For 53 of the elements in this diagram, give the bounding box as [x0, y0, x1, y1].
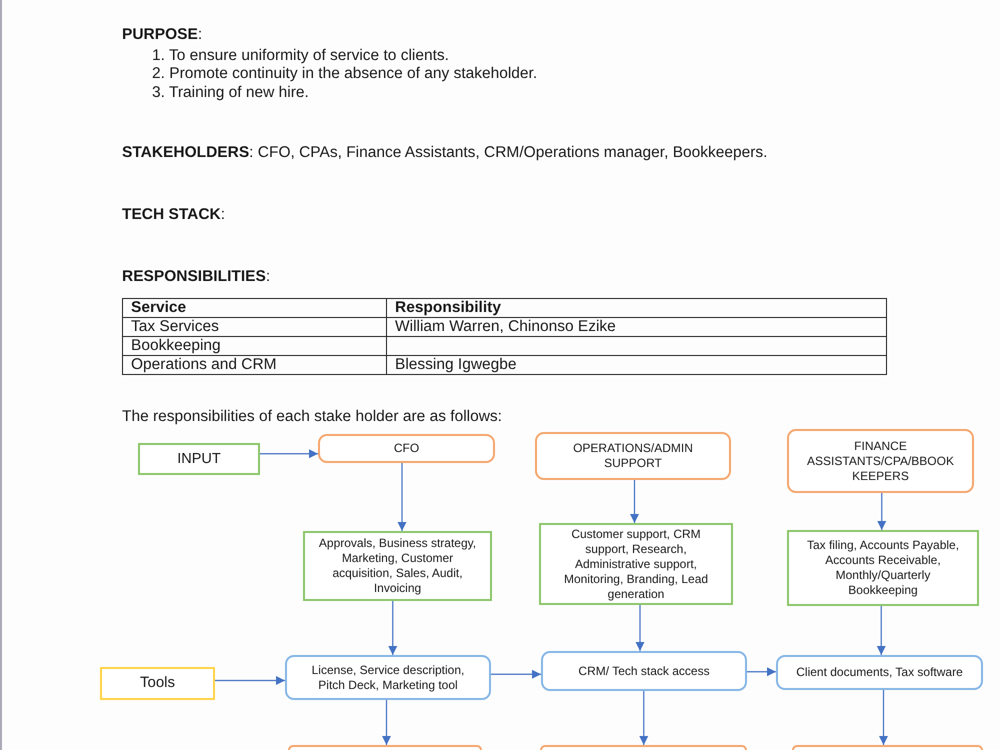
header-cell: Responsibility [386, 298, 886, 318]
resource-box [285, 655, 491, 700]
table-cell: Bookkeeping [122, 336, 386, 356]
arrow [877, 493, 886, 530]
arrow [876, 606, 886, 655]
box-label: Tools [140, 674, 176, 693]
box-label: FINANCE ASSISTANTS/CPA/BBOOK KEEPERS [806, 438, 955, 484]
arrow [630, 480, 639, 523]
box-label: INPUT [177, 450, 221, 468]
section-heading: PURPOSE: [122, 26, 202, 44]
table-cell: Operations and CRM [122, 356, 386, 374]
box-label: Client documents, Tax software [796, 665, 963, 680]
paragraph: The responsibilities of each stake holder are as follows: [122, 408, 502, 426]
header-cell: Service [122, 298, 386, 318]
duties-box [787, 530, 979, 606]
arrow [747, 667, 776, 676]
arrow [636, 605, 644, 651]
box-label: Approvals, Business strategy, Marketing, Customer acquisition, Sales, Audit, Invoicing [318, 536, 478, 596]
resource-box [776, 655, 983, 690]
box-label: Customer support, CRM support, Research, Administrative support, Monitoring, Branding, Lead generation [562, 526, 710, 602]
box-label: CFO [394, 441, 420, 456]
paragraph: STAKEHOLDERS: CFO, CPAs, Finance Assistants, CRM/Operations manager, Bookkeepers. [122, 144, 768, 162]
output-box [540, 745, 747, 750]
table-cell: Blessing Igwegbe [386, 356, 886, 374]
tools-box [100, 667, 215, 700]
duties-box [303, 531, 492, 601]
list-item: 3. Training of new hire. [152, 84, 309, 102]
arrow [879, 690, 888, 745]
list-item: 2. Promote continuity in the absence of any stakeholder. [152, 65, 538, 83]
input-box [138, 443, 260, 475]
table-cell: Tax Services [122, 318, 386, 336]
resource-box [541, 651, 747, 691]
section-heading: TECH STACK: [122, 206, 226, 224]
box-label: Tax filing, Accounts Payable, Accounts Receivable, Monthly/Quarterly Bookkeeping [806, 538, 960, 598]
list-item: 1. To ensure uniformity of service to clients. [152, 47, 449, 65]
arrow [639, 691, 648, 745]
role-box [535, 432, 731, 480]
table-cell: William Warren, Chinonso Ezike [386, 318, 886, 336]
arrow [382, 700, 391, 745]
output-box [792, 745, 983, 750]
arrow [491, 670, 541, 679]
arrow [388, 601, 398, 655]
arrow [215, 676, 285, 685]
box-label: OPERATIONS/ADMIN SUPPORT [572, 441, 694, 471]
box-label: CRM/ Tech stack access [578, 664, 710, 678]
role-box [318, 434, 495, 463]
box-label: License, Service description, Pitch Deck, Marketing tool [310, 662, 466, 692]
duties-box [539, 523, 733, 605]
output-box [288, 745, 482, 750]
section-heading: RESPONSIBILITIES: [122, 268, 270, 286]
role-box [787, 429, 974, 493]
arrow [260, 449, 318, 458]
arrow [398, 463, 406, 531]
